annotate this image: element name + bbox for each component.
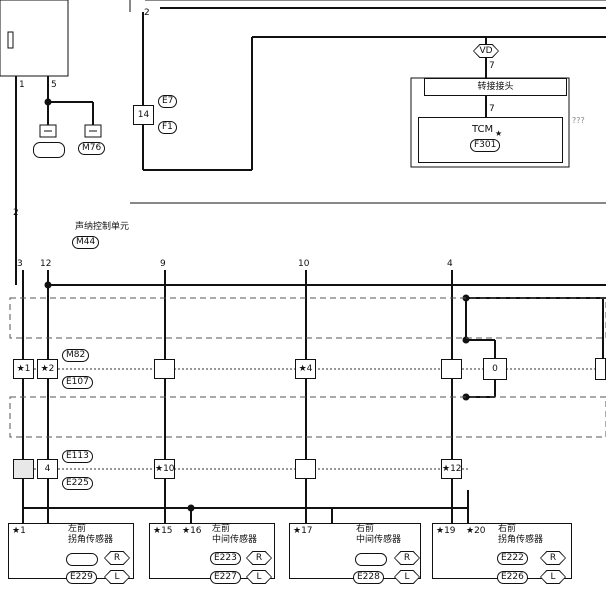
sensor-0-title-2: 拐角传感器 [68, 535, 114, 545]
row1-cell-2: ★2 [37, 359, 58, 379]
sensor-0-conn-r [66, 553, 98, 566]
column-pin-4: 4 [447, 259, 453, 269]
sensor-2-conn-l: E228 [353, 571, 384, 584]
sensor-2-r-label: R [395, 552, 419, 564]
sensor-0-l: L [104, 570, 130, 584]
sensor-3-r-label: R [541, 552, 565, 564]
sensor-1-pin-a: ★15 [153, 526, 173, 536]
sonar-unit-connector-m44: M44 [72, 236, 100, 249]
row1-cell-12 [441, 359, 462, 379]
sensor-2-title-2: 中间传感器 [356, 535, 402, 545]
transfer-pin-7: 7 [489, 104, 495, 114]
row2-cell-10: ★10 [154, 459, 175, 479]
shield-region-1 [9, 297, 606, 339]
sensor-0-l-label: L [105, 571, 129, 583]
sensor-2-pin-a: ★17 [293, 526, 313, 536]
sensor-2-conn-r [355, 553, 387, 566]
sensor-1-title-1: 左前 [212, 524, 231, 534]
tcm-connector-f301: F301 [470, 139, 501, 152]
left-unit-switch [7, 31, 14, 49]
row1-cell-extra: 0 [483, 358, 507, 380]
connector-e107: E107 [62, 376, 93, 389]
sensor-1-r-label: R [247, 552, 271, 564]
sensor-3-conn-l: E226 [497, 571, 528, 584]
sensor-1-conn-r: E223 [210, 552, 241, 565]
ground-icon-left [33, 142, 65, 158]
column-pin-9: 9 [160, 259, 166, 269]
wire-label-2: 2 [13, 208, 19, 218]
sensor-1-pin-b: ★16 [182, 526, 202, 536]
sensor-1-l-label: L [247, 571, 271, 583]
sensor-2-title-1: 右前 [356, 524, 375, 534]
connector-f1: F1 [158, 121, 177, 134]
sensor-3-title-2: 拐角传感器 [498, 535, 544, 545]
tcm-label: TCM [472, 124, 494, 135]
row1-cell-4: ★4 [295, 359, 316, 379]
left-unit-pin-1: 1 [19, 80, 25, 90]
tcm-star: ★ [495, 129, 503, 138]
connector-e7: E7 [158, 95, 178, 108]
column-pin-10: 10 [298, 259, 310, 269]
sensor-3-r: R [540, 551, 566, 565]
connector-vd-label: VD [474, 45, 498, 57]
sensor-0-conn-l: E229 [66, 571, 97, 584]
sensor-2-l: L [394, 570, 420, 584]
row1-cell-edge [595, 358, 606, 380]
sensor-0-r: R [104, 551, 130, 565]
transfer-connector-box: 转接接头 [424, 78, 567, 96]
sensor-3-conn-r: E222 [497, 552, 528, 565]
left-unit-pin-5: 5 [51, 80, 57, 90]
sensor-3-pin-b: ★20 [466, 526, 486, 536]
sensor-2-r: R [394, 551, 420, 565]
connector-e113: E113 [62, 450, 93, 463]
sensor-3-l-label: L [541, 571, 565, 583]
sensor-1-l: L [246, 570, 272, 584]
tcm-side-note: ??? [572, 116, 585, 125]
connector-e225: E225 [62, 477, 93, 490]
vd-pin-7: 7 [489, 61, 495, 71]
sensor-1-r: R [246, 551, 272, 565]
sonar-unit-title: 声纳控制单元 [75, 222, 130, 232]
shield-region-2 [9, 396, 606, 438]
row2-cell-mid [295, 459, 316, 479]
column-pin-12: 12 [40, 259, 52, 269]
sensor-0-title-1: 左前 [68, 524, 87, 534]
connector-m82: M82 [62, 349, 90, 362]
row2-cell-12: ★12 [441, 459, 462, 479]
sensor-3-pin-a: ★19 [436, 526, 456, 536]
row2-cell-1 [13, 459, 34, 479]
sensor-0-pin-a: ★1 [12, 526, 26, 536]
sensor-3-title-1: 右前 [498, 524, 517, 534]
row1-cell-1: ★1 [13, 359, 34, 379]
sensor-1-conn-l: E227 [210, 571, 241, 584]
connector-vd: VD [473, 44, 499, 58]
sensor-1-title-2: 中间传感器 [212, 535, 258, 545]
sensor-3-l: L [540, 570, 566, 584]
row2-cell-4: 4 [37, 459, 58, 479]
column-pin-3: 3 [17, 259, 23, 269]
sensor-2-l-label: L [395, 571, 419, 583]
ground-connector-m76: M76 [78, 142, 106, 155]
fuse-pin-top: 2 [144, 8, 150, 18]
sensor-0-r-label: R [105, 552, 129, 564]
fuse-block-14: 14 [133, 105, 154, 125]
row1-cell-9 [154, 359, 175, 379]
left-unit-frame [0, 0, 69, 77]
